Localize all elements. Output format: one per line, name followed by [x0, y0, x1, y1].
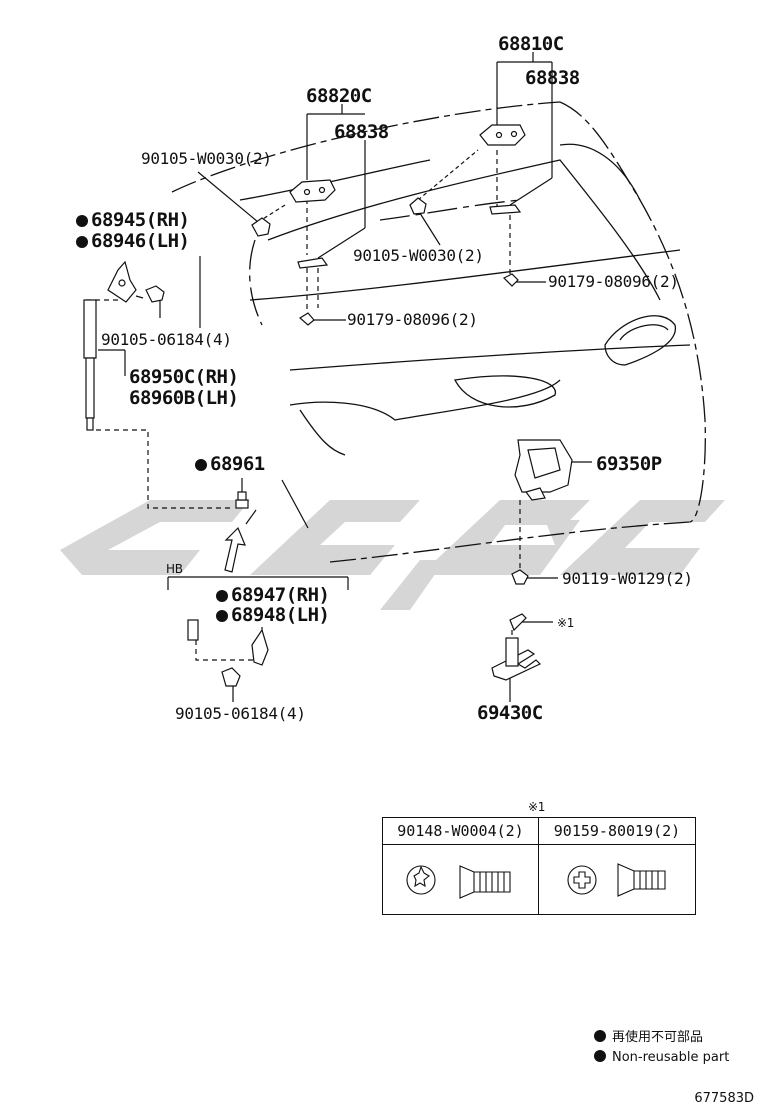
screw-reference-table: 90148-W0004(2) 90159-80019(2) — [382, 817, 696, 915]
table-divider — [538, 818, 539, 914]
label-90119-w0129: 90119-W0129(2) — [562, 569, 693, 588]
label-68838-left: 68838 — [334, 121, 389, 143]
non-reusable-dot-icon — [594, 1030, 606, 1042]
assembly-lines — [86, 150, 521, 661]
non-reusable-dot-icon — [195, 459, 207, 471]
non-reusable-dot-icon — [216, 590, 228, 602]
non-reusable-dot-icon — [216, 610, 228, 622]
non-reusable-dot-icon — [594, 1050, 606, 1062]
back-door-outline — [171, 101, 706, 563]
label-69350p: 69350P — [596, 453, 662, 475]
label-68945: 68945(RH) — [76, 209, 190, 231]
non-reusable-dot-icon — [76, 236, 88, 248]
label-90179-08096-left: 90179-08096(2) — [347, 310, 478, 329]
legend-row-jp: 再使用不可部品 — [594, 1028, 729, 1048]
label-90105-w0030-mid: 90105-W0030(2) — [353, 246, 484, 265]
label-68838-right: 68838 — [525, 67, 580, 89]
label-68960b: 68960B(LH) — [129, 387, 239, 409]
legend-row-en: Non-reusable part — [594, 1048, 729, 1068]
label-68810c: 68810C — [498, 33, 564, 55]
label-90105-06184-top: 90105-06184(4) — [101, 330, 232, 349]
watermark-logo — [60, 500, 725, 610]
label-68820c: 68820C — [306, 85, 372, 107]
drawing-code: 677583D — [694, 1091, 754, 1106]
table-col2-header: 90159-80019(2) — [539, 818, 695, 845]
part-shapes — [83, 124, 573, 687]
label-hb: HB — [166, 562, 183, 576]
label-68950c: 68950C(RH) — [129, 366, 239, 388]
label-68961: 68961 — [195, 453, 265, 475]
label-90179-08096-right: 90179-08096(2) — [548, 272, 679, 291]
label-69430c: 69430C — [477, 702, 543, 724]
table-col1-header: 90148-W0004(2) — [383, 818, 538, 845]
label-90105-06184-bottom: 90105-06184(4) — [175, 704, 306, 723]
table-note: ※1 — [528, 800, 546, 814]
label-90105-w0030-top: 90105-W0030(2) — [141, 149, 272, 168]
label-68948: 68948(LH) — [216, 604, 330, 626]
label-68946: 68946(LH) — [76, 230, 190, 252]
label-ref1: ※1 — [557, 616, 575, 630]
legend: 再使用不可部品 Non-reusable part — [594, 1028, 729, 1068]
screw-phillips — [567, 863, 666, 897]
screw-torx — [406, 865, 511, 899]
label-68947: 68947(RH) — [216, 584, 330, 606]
non-reusable-dot-icon — [76, 215, 88, 227]
